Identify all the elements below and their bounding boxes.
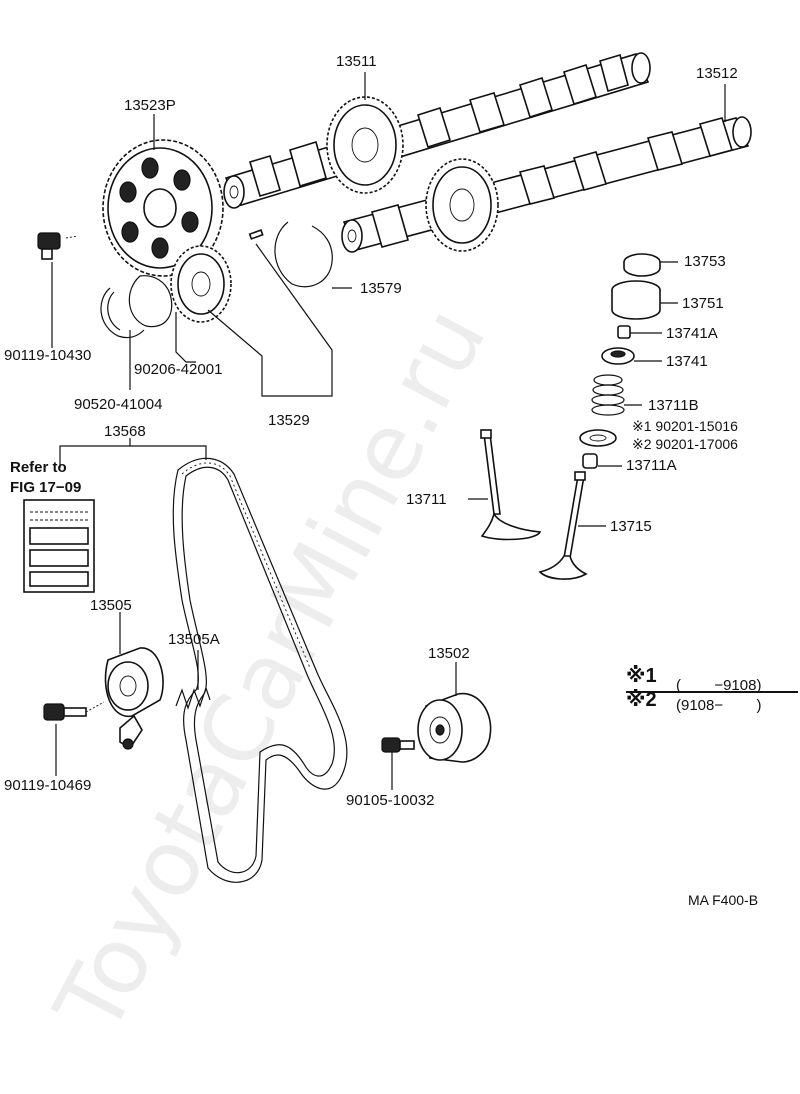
- retainer-13741: [601, 347, 635, 365]
- sub-gear-13529: [170, 245, 232, 323]
- valve-13715: [538, 471, 588, 580]
- label-13751: 13751: [682, 295, 724, 312]
- label-90520-41004: 90520-41004: [74, 396, 163, 413]
- camshaft-timing-pulley: [102, 139, 224, 277]
- pin: [248, 229, 264, 240]
- label-13715: 13715: [610, 518, 652, 535]
- bolt-90119-10430: [37, 232, 79, 260]
- label-13711B: 13711B: [648, 397, 699, 414]
- ring-90206-42001: [128, 275, 173, 328]
- label-13568: 13568: [104, 423, 146, 440]
- seal-13711A: [582, 453, 598, 469]
- keeper-13741A: [617, 325, 631, 339]
- leader-lines: [51, 72, 726, 790]
- bolt-90119-10469: [43, 701, 105, 721]
- note-underline: [626, 691, 798, 693]
- timing-belt-13568: [172, 457, 348, 883]
- note-2-text: (9108− ): [676, 697, 762, 714]
- label-13741: 13741: [666, 353, 708, 370]
- label-90119-10430: 90119-10430: [4, 347, 92, 364]
- label-13505: 13505: [90, 597, 132, 614]
- tensioner-13505: [104, 647, 164, 750]
- label-90201-17006: ※2 90201-17006: [632, 436, 738, 452]
- label-13579: 13579: [360, 280, 402, 297]
- label-13753: 13753: [684, 253, 726, 270]
- label-90206-42001: 90206-42001: [134, 361, 223, 378]
- shim-13753: [623, 253, 661, 277]
- label-13502: 13502: [428, 645, 470, 662]
- label-13529: 13529: [268, 412, 310, 429]
- label-13511: 13511: [336, 53, 377, 70]
- refer-figure-box: [23, 499, 95, 593]
- label-90201-15016: ※1 90201-15016: [632, 418, 738, 434]
- label-13523P: 13523P: [124, 97, 176, 114]
- bolt-90105-10032: [381, 737, 415, 753]
- idler-pulley-13502: [417, 692, 492, 763]
- label-13512: 13512: [696, 65, 738, 82]
- washer-90201: [579, 429, 617, 447]
- camshaft-gear-13512: [425, 158, 499, 252]
- valve-13711: [480, 429, 542, 541]
- label-90105-10032: 90105-10032: [346, 792, 435, 809]
- lifter-13751: [611, 280, 661, 320]
- spring-13711B: [591, 374, 625, 416]
- refer-fig-text: FIG 17−09: [10, 479, 82, 496]
- label-13505A: 13505A: [168, 631, 220, 648]
- spring-13505A: [175, 686, 211, 710]
- label-90119-10469: 90119-10469: [4, 777, 92, 794]
- note-2-mark: ※2: [626, 689, 657, 711]
- label-13711A: 13711A: [626, 457, 677, 474]
- ring-13579: [274, 221, 333, 288]
- refer-to-text: Refer to: [10, 459, 67, 476]
- note-1-mark: ※1: [626, 665, 657, 687]
- figure-code: MA F400-B: [688, 892, 759, 908]
- note-1-text: ( −9108): [676, 677, 762, 694]
- snap-ring-90520-41004: [100, 287, 145, 339]
- label-13711: 13711: [406, 491, 447, 508]
- label-13741A: 13741A: [666, 325, 718, 342]
